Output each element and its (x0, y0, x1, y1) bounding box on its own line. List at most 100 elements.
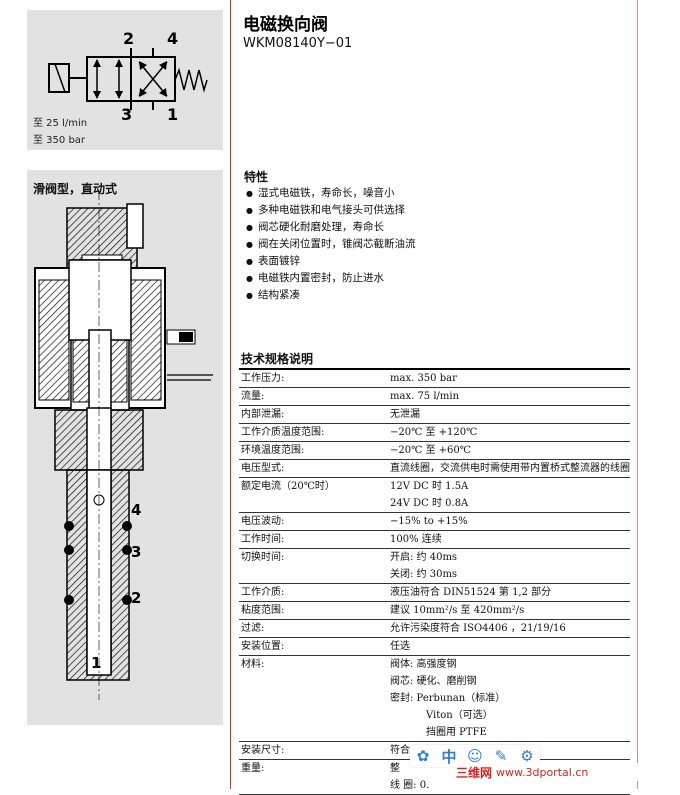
spec-key: 工作压力: (239, 369, 388, 388)
port-label: 2 (131, 589, 141, 607)
spec-value-cell: 开启: 约 40ms 关闭: 约 30ms (388, 548, 630, 584)
spec-value-cell: 无泄漏 (388, 405, 630, 424)
spec-value: −15% to +15% (390, 516, 468, 527)
spec-value: 阀芯: 硬化、磨削钢 (390, 676, 477, 687)
feature-item: 电磁铁内置密封，防止进水 (246, 270, 415, 287)
paw-icon[interactable]: ✿ (416, 747, 430, 765)
product-title: 电磁换向阀 (243, 15, 328, 35)
spec-row: 工作介质:液压油符合 DIN51524 第 1,2 部分 (239, 583, 630, 602)
spec-value-cell: 允许污染度符合 ISO4406 ，21/19/16 (388, 619, 630, 638)
spec-value: 允许污染度符合 ISO4406 ，21/19/16 (390, 623, 566, 634)
section-title: 滑阀型，直动式 (33, 182, 118, 196)
feature-item: 湿式电磁铁，寿命长，噪音小 (246, 185, 415, 202)
port-label: 3 (131, 543, 141, 561)
section-panel: 滑阀型，直动式 (27, 170, 223, 725)
spec-value: 开启: 约 40ms (390, 552, 458, 563)
spec-value-cell: 液压油符合 DIN51524 第 1,2 部分 (388, 583, 630, 602)
spec-value: 任选 (390, 641, 410, 652)
floating-toolbar: ✿ 中 ☺ ✎ ⚙ (410, 745, 540, 767)
features-title: 特性 (244, 170, 269, 184)
spec-value: 100% 连续 (390, 534, 442, 545)
port-label: 1 (167, 105, 178, 124)
pen-icon[interactable]: ✎ (494, 747, 508, 765)
page-border (637, 0, 638, 789)
spec-key: 安装位置: (239, 637, 388, 656)
spec-key: 工作介质: (239, 583, 388, 602)
features-list: 湿式电磁铁，寿命长，噪音小 多种电磁铁和电气接头可供选择 阀芯硬化耐磨处理，寿命… (246, 185, 416, 304)
chinese-char-icon[interactable]: 中 (441, 747, 457, 766)
spec-value-cell: 阀体: 高强度钢阀芯: 硬化、磨削钢密封: Perbunan（标准） Viton（… (388, 655, 630, 742)
spec-row: 内部泄漏:无泄漏 (239, 405, 630, 424)
product-code: WKM08140Y−01 (243, 36, 353, 51)
smiley-icon[interactable]: ☺ (467, 747, 483, 765)
spec-value-cell: 任选 (388, 637, 630, 656)
watermark-cn: 三维网 (456, 765, 493, 780)
spec-row: 额定电流（20℃时）12V DC 时 1.5A 24V DC 时 0.8A (239, 477, 630, 513)
watermark-url: www.3dportal.cn (496, 765, 589, 779)
spec-value: 12V DC 时 1.5A (390, 481, 469, 492)
spec-row: 切换时间:开启: 约 40ms 关闭: 约 30ms (239, 548, 630, 584)
feature-item: 结构紧凑 (246, 287, 415, 304)
spec-value-cell: 12V DC 时 1.5A 24V DC 时 0.8A (388, 477, 630, 513)
spec-value: 无泄漏 (390, 409, 420, 420)
spec-row: 安装位置:任选 (239, 637, 630, 656)
feature-item: 阀芯硬化耐磨处理，寿命长 (246, 219, 415, 236)
spec-value: 阀体: 高强度钢 (390, 659, 457, 670)
spec-value: 整 (390, 763, 400, 774)
spec-key: 切换时间: (239, 548, 388, 584)
spec-value: 密封: Perbunan（标准） (390, 693, 506, 704)
spec-row: 电压型式:直流线圈，交流供电时需使用带内置桥式整流器的线圈 (239, 459, 630, 478)
symbol-panel: 2 4 3 1 至 25 l/min 至 350 bar (27, 10, 223, 150)
spec-key: 安装尺寸: (239, 741, 388, 760)
spec-value-cell: 建议 10mm²/s 至 420mm²/s (388, 601, 630, 620)
port-label: 4 (167, 29, 178, 48)
spec-key: 过滤: (239, 619, 388, 638)
spec-value-cell: 直流线圈，交流供电时需使用带内置桥式整流器的线圈 (388, 459, 630, 478)
spec-row: 电压波动:−15% to +15% (239, 512, 630, 531)
spec-row: 材料:阀体: 高强度钢阀芯: 硬化、磨削钢密封: Perbunan（标准） Vit… (239, 655, 630, 742)
spec-key: 工作时间: (239, 530, 388, 549)
spec-row: 流量:max. 75 l/min (239, 387, 630, 406)
spec-row: 工作压力:max. 350 bar (239, 369, 630, 388)
flow-spec: 至 25 l/min (33, 118, 88, 129)
port-label: 3 (121, 105, 132, 124)
spec-key: 内部泄漏: (239, 405, 388, 424)
spec-key: 额定电流（20℃时） (239, 477, 388, 513)
valve-cross-section-diagram: 4 3 2 1 (34, 190, 213, 700)
spec-value: 直流线圈，交流供电时需使用带内置桥式整流器的线圈 (390, 463, 630, 474)
spec-row: 工作介质温度范围:−20℃ 至 +120℃ (239, 423, 630, 442)
port-label: 4 (131, 501, 141, 519)
spec-value-cell: max. 350 bar (388, 369, 630, 388)
port-label: 1 (91, 654, 101, 672)
spec-row: 环境温度范围:−20℃ 至 +60℃ (239, 441, 630, 460)
spec-value: Viton（可选） (426, 710, 493, 721)
spec-key: 材料: (239, 655, 388, 742)
spec-value: −20℃ 至 +120℃ (390, 427, 478, 438)
spec-value: 液压油符合 DIN51524 第 1,2 部分 (390, 587, 552, 598)
specs-title: 技术规格说明 (241, 352, 314, 366)
port-label: 2 (123, 29, 134, 48)
spec-value-cell: max. 75 l/min (388, 387, 630, 406)
spec-row: 过滤:允许污染度符合 ISO4406 ，21/19/16 (239, 619, 630, 638)
spec-key: 电压型式: (239, 459, 388, 478)
spec-key: 环境温度范围: (239, 441, 388, 460)
spec-value: 24V DC 时 0.8A (390, 498, 469, 509)
spec-row: 粘度范围:建议 10mm²/s 至 420mm²/s (239, 601, 630, 620)
feature-item: 阀在关闭位置时，锥阀芯截断油流 (246, 236, 416, 253)
feature-item: 表面镀锌 (246, 253, 415, 270)
pressure-spec: 至 350 bar (33, 135, 86, 146)
spec-value-cell: 100% 连续 (388, 530, 630, 549)
spec-value: 建议 10mm²/s 至 420mm²/s (390, 605, 525, 616)
spec-key: 电压波动: (239, 512, 388, 531)
gear-icon[interactable]: ⚙ (520, 747, 534, 765)
spec-value: −20℃ 至 +60℃ (390, 445, 471, 456)
spec-value: 线 圈: 0. (390, 780, 430, 791)
spec-key: 粘度范围: (239, 601, 388, 620)
spec-value-cell: −15% to +15% (388, 512, 630, 531)
spec-key: 重量: (239, 759, 388, 795)
spec-value: max. 75 l/min (390, 391, 460, 402)
spec-value: 关闭: 约 30ms (390, 569, 458, 580)
spec-value: 挡圈用 PTFE (426, 727, 487, 738)
spec-value: max. 350 bar (390, 373, 457, 384)
